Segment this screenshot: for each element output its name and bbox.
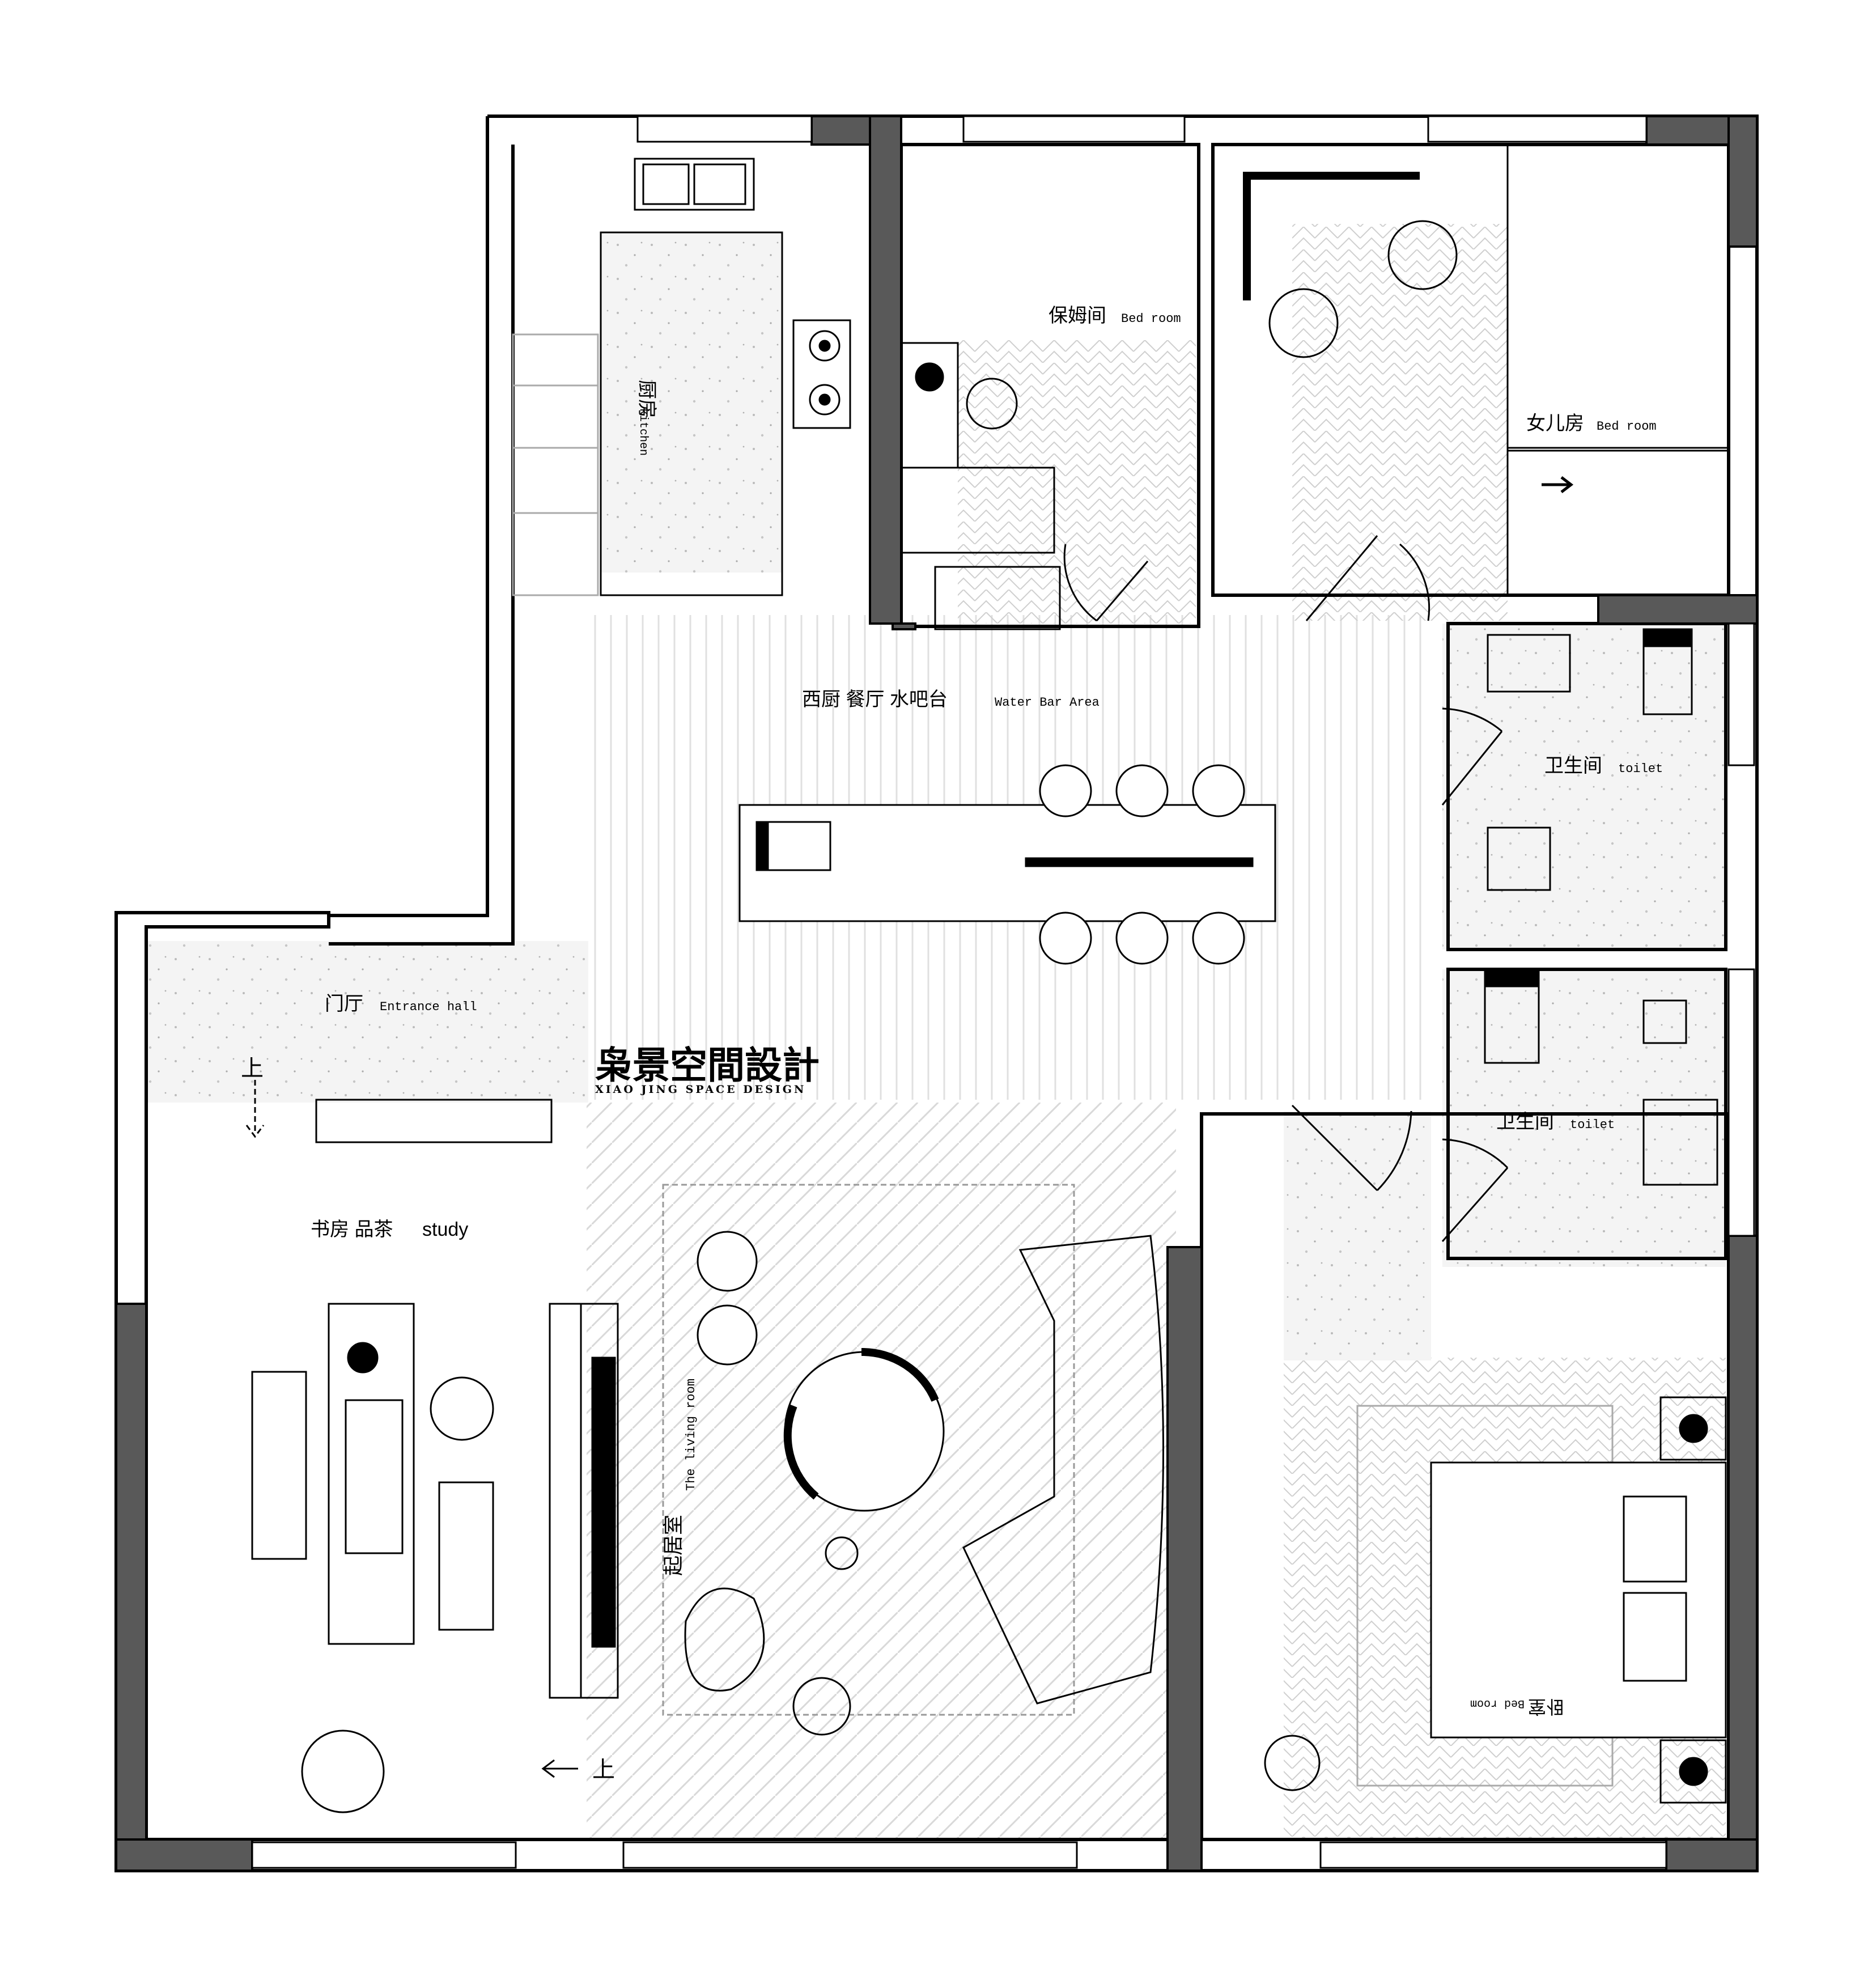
egg-chair: [684, 1587, 765, 1692]
window-toilet2: [1727, 968, 1755, 1237]
door-toilet2: [1441, 1138, 1509, 1242]
study-label-cn: 书房 品茶: [311, 1219, 393, 1240]
vanity-2: [1642, 1099, 1718, 1186]
side-table: [825, 1536, 859, 1570]
kitchen-label-cn: 厨房: [636, 380, 657, 418]
lounge-chair: [301, 1730, 385, 1813]
bed: [1430, 1461, 1727, 1739]
living-fixtures: [662, 1184, 1164, 1736]
shower-2: [1642, 999, 1687, 1044]
bedroom-floor-upper: [1284, 1111, 1431, 1360]
window-kitchen: [636, 115, 813, 143]
bedroom-label-en: Bed room: [1470, 1697, 1525, 1710]
window-toilet1: [1727, 622, 1755, 766]
daughter-corridor-floor: [1292, 224, 1508, 621]
dining-label-cn: 西厨 餐厅 水吧台: [802, 689, 948, 710]
kitchen-island: [600, 231, 783, 596]
toilet1-floor: [1442, 624, 1726, 950]
window-study: [251, 1841, 517, 1869]
vanity-1: [1487, 634, 1571, 693]
room-labels: 厨房 kitchen 保姆间 Bed room 女儿房 Bed room 西厨 …: [241, 305, 1663, 1782]
logo-en: XIAO JING SPACE DESIGN: [595, 1083, 806, 1096]
bar-counter-bar: [1025, 857, 1254, 867]
window-bedroom: [1319, 1841, 1667, 1869]
stair-arrows: [245, 476, 1574, 1778]
toilet1-label-cn: 卫生间: [1544, 755, 1602, 777]
cooktop: [792, 319, 851, 429]
window-living: [622, 1841, 1078, 1869]
nanny-label-en: Bed room: [1121, 312, 1181, 326]
door-toilet1: [1441, 707, 1503, 806]
entrance-floor: [146, 941, 588, 1103]
toilet1-label-en: toilet: [1618, 762, 1663, 776]
stair-up-label-2: 上: [592, 1757, 615, 1782]
bar-sink: [755, 821, 831, 871]
windows: [251, 115, 1755, 1869]
study-floor: [196, 1103, 587, 1839]
study-chair: [430, 1376, 494, 1441]
living-label-cn: 起居室: [661, 1515, 685, 1576]
daughter-label-en: Bed room: [1597, 419, 1657, 434]
toilet2-floor: [1442, 969, 1726, 1267]
arrow-right-icon: [1542, 476, 1574, 493]
entrance-label-cn: 门厅: [325, 993, 363, 1015]
door-nanny: [1063, 544, 1149, 622]
shower-1: [1487, 826, 1551, 891]
kitchen-label-en: kitchen: [636, 408, 650, 456]
toilet1-wall: [1446, 622, 1727, 951]
nanny-corridor-floor: [958, 340, 1196, 624]
arrow-down-icon: [245, 1080, 265, 1138]
daughter-fixtures: [1243, 143, 1730, 596]
daughter-label-cn: 女儿房: [1526, 413, 1584, 434]
nanny-label-cn: 保姆间: [1049, 305, 1106, 327]
bedroom-label-cn: 卧室: [1528, 1697, 1564, 1717]
entrance-label-en: Entrance hall: [380, 1000, 477, 1014]
kitchen-sink: [634, 158, 755, 211]
study-fixtures: [251, 1099, 619, 1813]
daughter-wardrobe: [1243, 172, 1420, 300]
toilet2-label-cn: 卫生间: [1496, 1111, 1554, 1133]
logo-cn: 枭景空間設計: [595, 1044, 820, 1086]
tea-table: [328, 1303, 415, 1645]
design-logo: 枭景空間設計 XIAO JING SPACE DESIGN: [595, 1044, 820, 1096]
bar-chairs: [1039, 764, 1245, 965]
study-shelf: [315, 1099, 553, 1143]
living-label-en: The living room: [684, 1379, 698, 1491]
door-daughter: [1305, 535, 1430, 621]
window-nanny: [962, 115, 1186, 143]
toilet2-label-en: toilet: [1570, 1118, 1615, 1132]
nanny-fixtures: [900, 342, 1061, 630]
dining-label-en: Water Bar Area: [995, 696, 1100, 710]
toilet-fixtures: [1484, 628, 1718, 1186]
kitchen-fixtures: [512, 158, 851, 596]
curved-sofa: [962, 1235, 1164, 1705]
nightstand-top: [1659, 1396, 1727, 1461]
stair-up-label-1: 上: [241, 1056, 264, 1081]
kitchen-island-floor: [601, 232, 782, 573]
doors: [1063, 535, 1509, 1242]
arrow-left-icon: [541, 1759, 578, 1778]
window-daughter: [1427, 115, 1648, 143]
nanny-stool: [966, 378, 1018, 430]
bench-right: [438, 1481, 494, 1631]
dining-fixtures: [738, 764, 1276, 965]
living-rug: [662, 1184, 1075, 1716]
door-bedroom: [1291, 1104, 1412, 1192]
study-label-en: study: [422, 1219, 468, 1240]
bench-left: [251, 1371, 307, 1560]
nightstand-bottom: [1659, 1739, 1727, 1804]
bedroom-stool: [1264, 1735, 1321, 1791]
bedroom-fixtures: [1264, 1396, 1727, 1804]
structural-walls: [115, 115, 1758, 1872]
